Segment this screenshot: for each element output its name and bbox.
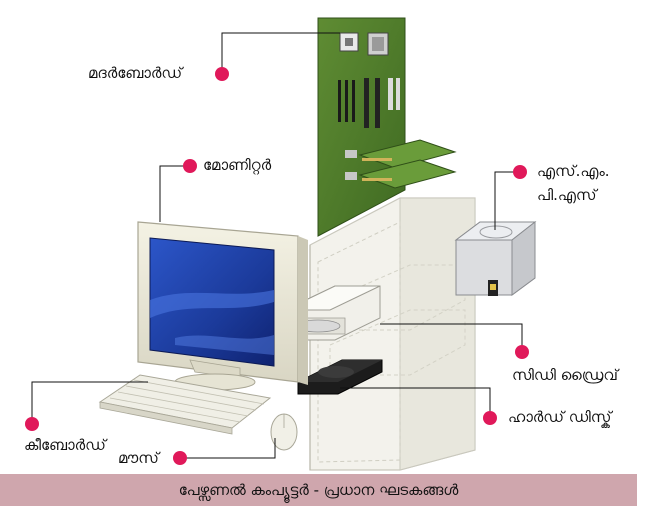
label-smps-line1: എസ്.എം. bbox=[537, 162, 610, 180]
marker-smps bbox=[513, 165, 527, 179]
label-keyboard: കീബോർഡ് bbox=[24, 436, 106, 454]
marker-hard-disk bbox=[483, 411, 497, 425]
mouse-unit bbox=[270, 413, 298, 451]
marker-cd-drive bbox=[515, 345, 529, 359]
marker-keyboard bbox=[25, 417, 39, 431]
monitor-unit bbox=[137, 221, 308, 391]
markers bbox=[25, 67, 529, 465]
label-hard-disk: ഹാർഡ് ഡിസ്ക് bbox=[508, 408, 612, 426]
smps-unit bbox=[454, 220, 537, 296]
keyboard-unit bbox=[98, 374, 272, 435]
caption-text: പേഴ്സണൽ കംപ്യൂട്ടർ - പ്രധാന ഘടകങ്ങൾ bbox=[178, 481, 459, 499]
label-cd-drive: സിഡി ഡ്രൈവ് bbox=[512, 366, 618, 384]
label-monitor: മോണിറ്റർ bbox=[203, 156, 272, 174]
caption-bar: പേഴ്സണൽ കംപ്യൂട്ടർ - പ്രധാന ഘടകങ്ങൾ bbox=[0, 474, 637, 506]
motherboard bbox=[317, 17, 457, 237]
label-smps-line2: പി.എസ് bbox=[537, 186, 597, 204]
label-mouse: മൗസ് bbox=[118, 449, 159, 467]
marker-monitor bbox=[183, 159, 197, 173]
marker-mouse bbox=[173, 451, 187, 465]
marker-motherboard bbox=[215, 67, 229, 81]
label-motherboard: മദർബോർഡ് bbox=[88, 64, 183, 82]
cabinet bbox=[309, 197, 476, 471]
leader-lines bbox=[31, 32, 523, 459]
hard-disk-unit bbox=[297, 359, 383, 395]
cd-drive-unit bbox=[284, 285, 381, 341]
